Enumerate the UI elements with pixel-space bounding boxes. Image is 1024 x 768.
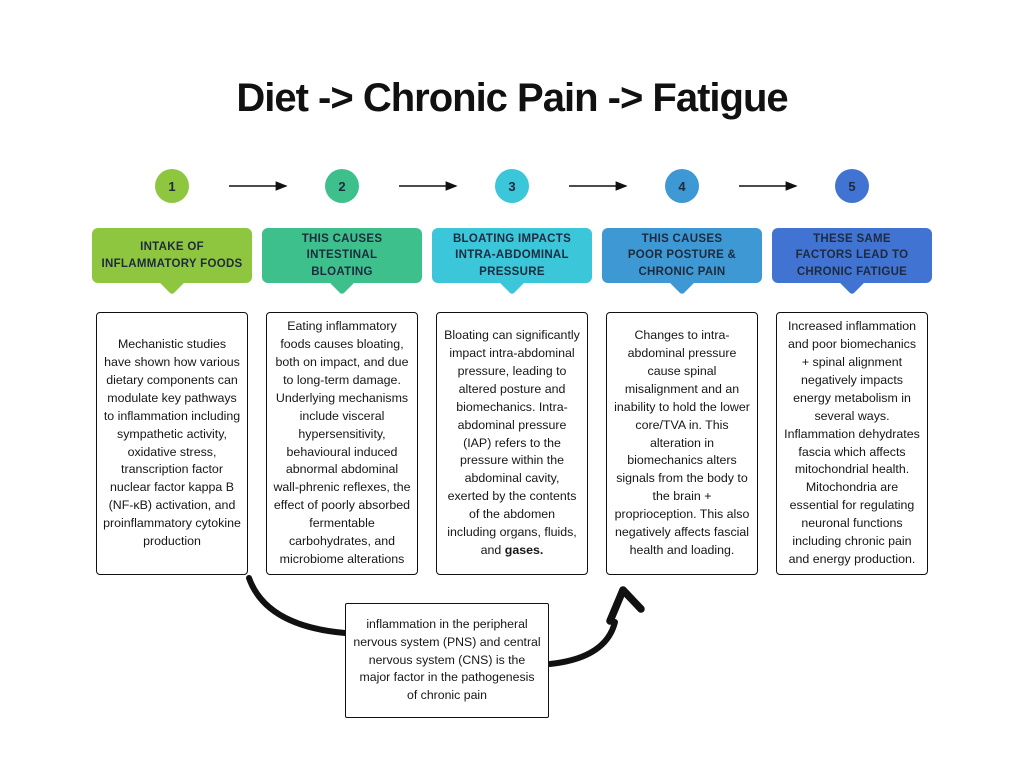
diagram-title: Diet -> Chronic Pain -> Fatigue (236, 76, 788, 120)
step-card-text-1: Mechanistic studies have shown how vario… (103, 337, 241, 548)
step-card-text-5: Increased inflammation and poor biomecha… (784, 319, 920, 566)
inflammation-note-box: inflammation in the peripheral nervous s… (345, 603, 549, 718)
step-circle-1: 1 (155, 169, 189, 203)
curve-arrow-card1-to-note (246, 575, 348, 636)
step-number-1: 1 (168, 178, 176, 194)
step-header-1: INTAKE OF INFLAMMATORY FOODS (92, 228, 252, 295)
step-header-4: THIS CAUSES POOR POSTURE & CHRONIC PAIN (602, 228, 762, 295)
curve-arrowhead-icon (606, 586, 645, 625)
step-header-label-5: THESE SAME FACTORS LEAD TO CHRONIC FATIG… (795, 233, 909, 278)
step-header-label-4: THIS CAUSES POOR POSTURE & CHRONIC PAIN (627, 233, 737, 278)
step-card-text-3: Bloating can significantly impact intra-… (444, 328, 580, 557)
step-number-5: 5 (848, 178, 856, 194)
step-card-2: Eating inflammatory foods causes bloatin… (266, 312, 418, 575)
step-header-label-2: THIS CAUSES INTESTINAL BLOATING (301, 233, 383, 278)
step-number-4: 4 (678, 178, 686, 194)
step-circle-4: 4 (665, 169, 699, 203)
step-circle-3: 3 (495, 169, 529, 203)
curve-arrow-note-to-card4 (547, 619, 618, 667)
step-card-text-2: Eating inflammatory foods causes bloatin… (273, 319, 411, 566)
step-header-label-3: BLOATING IMPACTS INTRA-ABDOMINAL PRESSUR… (452, 233, 572, 278)
step-card-text-4: Changes to intra-abdominal pressure caus… (614, 328, 750, 557)
step-circle-2: 2 (325, 169, 359, 203)
step-number-2: 2 (338, 178, 346, 194)
step-card-3: Bloating can significantly impact intra-… (436, 312, 588, 575)
step-header-3: BLOATING IMPACTS INTRA-ABDOMINAL PRESSUR… (432, 228, 592, 295)
bubble-tail-1 (158, 268, 186, 295)
step-card-5: Increased inflammation and poor biomecha… (776, 312, 928, 575)
step-number-3: 3 (508, 178, 516, 194)
step-circle-5: 5 (835, 169, 869, 203)
step-card-4: Changes to intra-abdominal pressure caus… (606, 312, 758, 575)
step-header-label-1: INTAKE OF INFLAMMATORY FOODS (101, 241, 243, 270)
step-card-1: Mechanistic studies have shown how vario… (96, 312, 248, 575)
inflammation-note-text: inflammation in the peripheral nervous s… (353, 616, 541, 703)
step-header-2: THIS CAUSES INTESTINAL BLOATING (262, 228, 422, 295)
step-header-5: THESE SAME FACTORS LEAD TO CHRONIC FATIG… (772, 228, 932, 295)
